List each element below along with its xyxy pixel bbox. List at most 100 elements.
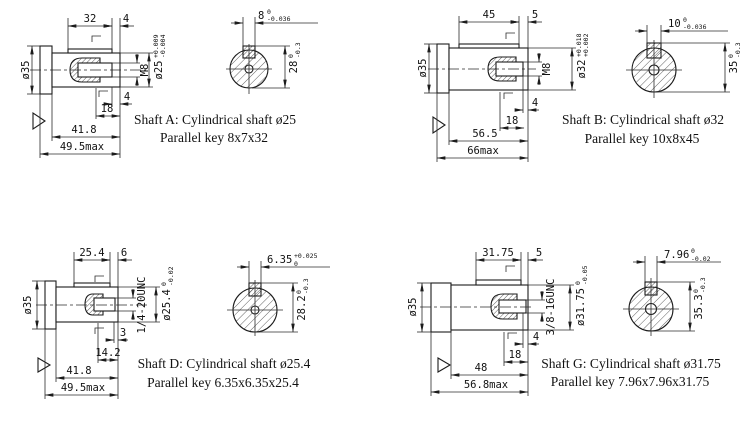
- svg-text:M8: M8: [541, 63, 553, 76]
- svg-text:28: 28: [288, 61, 300, 74]
- svg-text:-0.02: -0.02: [691, 255, 711, 263]
- svg-text:7.96: 7.96: [664, 249, 689, 261]
- panel-shaft-g: 31.75 5 ø35 ø31.75 0 -0.05 3/8-16UNC 4 1…: [407, 247, 721, 396]
- key-end-mark: [503, 92, 513, 99]
- dim-key-height: 28.2 0 -0.3: [295, 278, 310, 320]
- end-view-shaft-d: 6.35 +0.025 0 28.2 0 -0.3: [227, 252, 330, 336]
- caption-shaft-b-line1: Shaft B: Cylindrical shaft ø32: [562, 112, 724, 127]
- svg-text:10: 10: [668, 18, 681, 30]
- key-end-mark: [505, 265, 515, 272]
- panel-shaft-b: 45 5 ø35 ø32 +0.018 +0.002 M8 4 18 56.5 …: [417, 9, 742, 162]
- shaft-flange: [436, 43, 450, 94]
- dim-shaft-dia: ø25 +0.009 -0.004: [152, 34, 167, 79]
- shaft-flange: [430, 282, 452, 333]
- key-profile: [73, 282, 111, 288]
- key-end-mark: [98, 90, 108, 97]
- dim-low1: 4: [124, 91, 130, 103]
- svg-text:+0.018: +0.018: [575, 33, 583, 57]
- caption-shaft-a-line1: Shaft A: Cylindrical shaft ø25: [134, 112, 296, 127]
- thread-hole: [93, 297, 116, 312]
- svg-text:0: 0: [574, 281, 582, 285]
- dim-low4: 49.5max: [60, 141, 104, 153]
- svg-text:0: 0: [691, 247, 695, 255]
- end-view-shaft-g: 7.96 0 -0.02 35.3 0 -0.3: [623, 247, 721, 336]
- dim-thread: 1/4-20UNC: [136, 277, 148, 334]
- dim-shaft-dia: ø25.4 0 -0.02: [160, 266, 175, 320]
- svg-text:0: 0: [727, 54, 735, 58]
- dim-key-length: 31.75: [482, 247, 514, 259]
- dim-end-offset: 5: [532, 9, 538, 21]
- dim-key-height: 28 0 -0.3: [287, 42, 302, 73]
- dimensions-side-g: 31.75 5 ø35 ø31.75 0 -0.05 3/8-16UNC 4 1…: [407, 247, 589, 396]
- dim-low4: 66max: [467, 145, 499, 157]
- dim-low4: 56.8max: [464, 379, 508, 391]
- dim-low3: 56.5: [472, 128, 497, 140]
- datum-triangle: [37, 357, 52, 373]
- key-profile: [458, 43, 520, 49]
- dim-flange-dia: ø35: [407, 298, 419, 317]
- dim-low1: 3: [120, 327, 126, 339]
- svg-text:+0.009: +0.009: [152, 34, 160, 58]
- svg-text:0: 0: [692, 289, 700, 293]
- caption-shaft-g-line1: Shaft G: Cylindrical shaft ø31.75: [541, 356, 721, 371]
- dim-low2: 18: [101, 103, 114, 115]
- dim-low4: 49.5max: [61, 382, 105, 394]
- dim-low3: 48: [475, 362, 488, 374]
- dim-key-length: 45: [483, 9, 496, 21]
- key-profile: [475, 279, 522, 286]
- svg-text:8: 8: [258, 10, 264, 22]
- datum-triangle: [432, 115, 446, 135]
- side-view-shaft-b: [428, 32, 536, 135]
- dim-end-offset: 6: [121, 247, 127, 259]
- svg-text:-0.3: -0.3: [699, 277, 707, 293]
- svg-text:35: 35: [728, 61, 740, 74]
- dim-low2: 14.2: [95, 347, 120, 359]
- svg-text:-0.004: -0.004: [159, 34, 167, 58]
- svg-text:-0.02: -0.02: [167, 266, 175, 286]
- svg-text:-0.05: -0.05: [581, 265, 589, 285]
- svg-text:-0.036: -0.036: [267, 15, 291, 23]
- svg-text:ø35: ø35: [22, 296, 34, 315]
- svg-text:0: 0: [287, 54, 295, 58]
- svg-text:ø25.4: ø25.4: [161, 289, 173, 321]
- svg-text:3/8-16UNC: 3/8-16UNC: [545, 279, 557, 336]
- dim-key-height: 35.3 0 -0.3: [692, 277, 707, 319]
- datum-triangle: [437, 357, 452, 373]
- dim-low3: 41.8: [71, 124, 96, 136]
- svg-text:ø32: ø32: [576, 60, 588, 79]
- dimensions-side-a: 32 4 ø35 ø25 +0.009 -0.004 M8 4 18 41.8 …: [20, 13, 167, 158]
- svg-text:-0.3: -0.3: [302, 278, 310, 294]
- dim-key-length: 32: [84, 13, 97, 25]
- svg-text:M8: M8: [139, 64, 151, 77]
- svg-text:ø35: ø35: [417, 59, 429, 78]
- dim-shaft-dia: ø31.75 0 -0.05: [574, 265, 589, 326]
- datum-triangle: [32, 111, 46, 131]
- svg-text:6.35: 6.35: [267, 254, 292, 266]
- svg-text:0: 0: [683, 16, 687, 24]
- key-end-mark: [507, 332, 517, 339]
- svg-text:0: 0: [294, 260, 298, 268]
- key-end-mark: [91, 35, 101, 42]
- caption-shaft-d-line2: Parallel key 6.35x6.35x25.4: [147, 375, 299, 390]
- caption-shaft-a-line2: Parallel key 8x7x32: [160, 130, 268, 145]
- dim-flange-dia: ø35: [20, 61, 32, 80]
- svg-text:0: 0: [295, 290, 303, 294]
- dim-key-width: 10 0 -0.036: [668, 16, 707, 31]
- dim-key-length: 25.4: [79, 247, 104, 259]
- key-profile: [67, 48, 113, 54]
- end-view-shaft-a: 8 0 -0.036 28 0 -0.3: [226, 8, 318, 94]
- side-view-shaft-g: [420, 265, 534, 373]
- thread-hole: [498, 299, 527, 314]
- dim-end-offset: 5: [536, 247, 542, 259]
- panel-shaft-d: 25.4 6 ø35 ø25.4 0 -0.02 1/4-20UNC 3 14.…: [22, 247, 330, 399]
- svg-text:1/4-20UNC: 1/4-20UNC: [136, 277, 148, 334]
- key-end-mark: [94, 275, 104, 282]
- dim-low2: 18: [506, 115, 519, 127]
- dimensions-side-b: 45 5 ø35 ø32 +0.018 +0.002 M8 4 18 56.5 …: [417, 9, 590, 162]
- svg-text:+0.002: +0.002: [582, 33, 590, 57]
- dim-thread: 3/8-16UNC: [545, 279, 557, 336]
- dim-key-width: 8 0 -0.036: [258, 8, 291, 23]
- caption-shaft-g-line2: Parallel key 7.96x7.96x31.75: [551, 374, 710, 389]
- svg-text:ø35: ø35: [407, 298, 419, 317]
